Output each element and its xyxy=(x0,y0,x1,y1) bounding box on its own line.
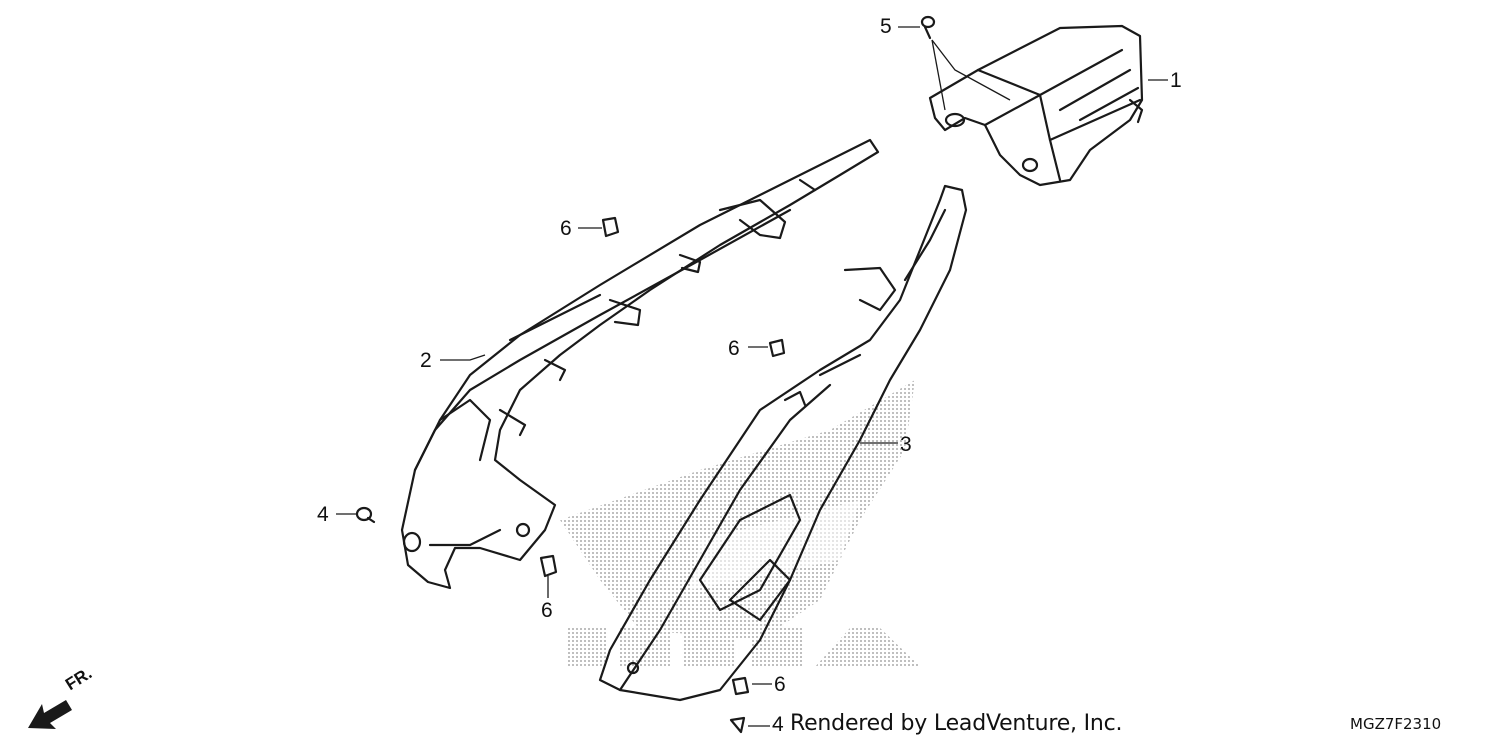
callout-2: 2 xyxy=(420,349,432,372)
callout-4-bottom: 4 xyxy=(772,713,784,736)
fastener-6-lower-right xyxy=(731,676,750,696)
callout-5: 5 xyxy=(880,15,892,38)
part-1-rear-cowl xyxy=(928,24,1144,187)
fastener-5 xyxy=(920,15,936,40)
callout-6-middle: 6 xyxy=(728,337,740,360)
callout-4-left: 4 xyxy=(317,503,329,526)
callout-6-upper-left: 6 xyxy=(560,217,572,240)
callout-6-lower-left: 6 xyxy=(541,599,553,622)
callout-1: 1 xyxy=(1170,69,1182,92)
fastener-6-upper-left xyxy=(601,216,620,238)
credit-text: Rendered by LeadVenture, Inc. xyxy=(790,711,1123,736)
callout-3: 3 xyxy=(900,433,912,456)
fastener-6-lower-left xyxy=(539,554,558,578)
leader-lines xyxy=(336,26,1168,727)
diagram-code: MGZ7F2310 xyxy=(1350,715,1442,733)
part-3-right-side-cover xyxy=(598,184,968,702)
fastener-6-middle xyxy=(768,338,786,358)
front-arrow-icon xyxy=(28,700,72,729)
callout-6-lower-right: 6 xyxy=(774,673,786,696)
watermark xyxy=(560,380,922,668)
fastener-4-bottom xyxy=(729,716,746,734)
fastener-4-left xyxy=(355,506,376,524)
part-2-left-side-cover xyxy=(400,138,880,590)
